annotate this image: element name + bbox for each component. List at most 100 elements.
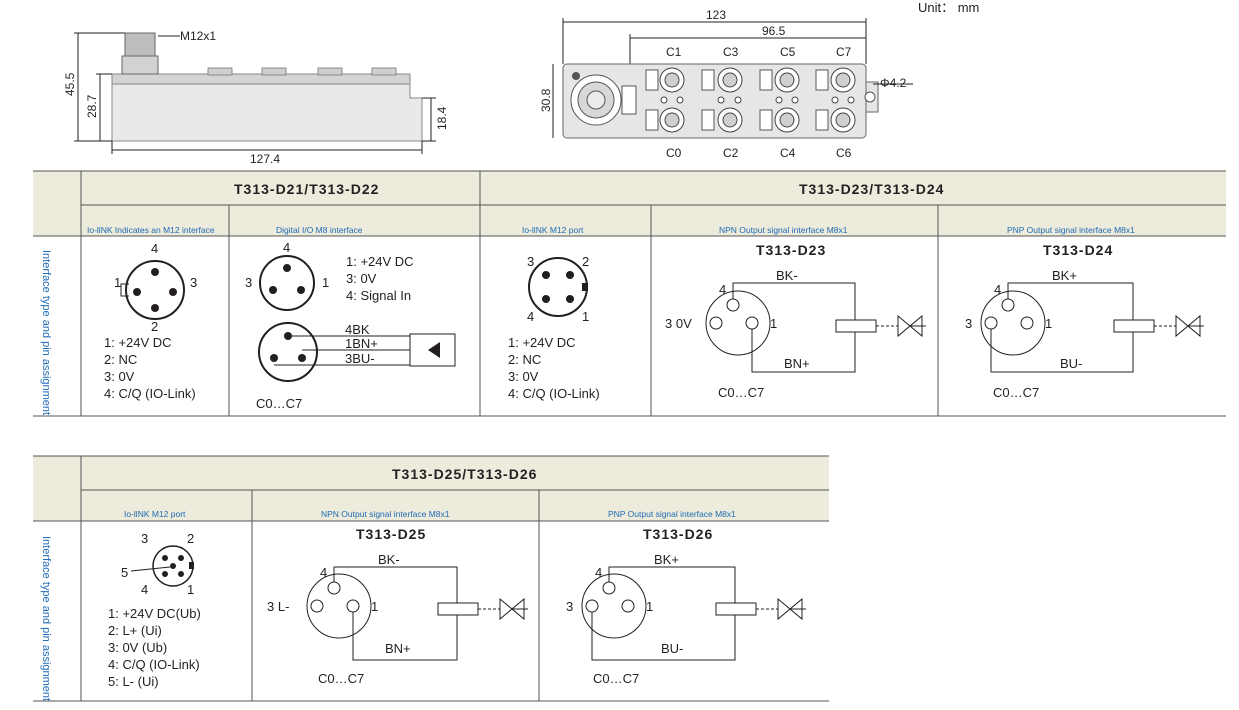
port-range: C0…C7 — [318, 671, 364, 686]
table1-col5-caption: PNP Output signal interface M8x1 — [1007, 225, 1135, 235]
pin-number: 2 — [582, 254, 589, 269]
wire-label: BN+ — [784, 356, 810, 371]
pin-number: 2 — [187, 531, 194, 546]
dim-height-body: 28.7 — [85, 94, 99, 118]
wire-label: 1BN+ — [345, 336, 378, 351]
pin-number: 4 — [595, 565, 602, 580]
pin-number: 1 — [1045, 316, 1052, 331]
pin-assignment: 4: Signal In — [346, 288, 411, 303]
dim-height-total: 45.5 — [63, 72, 77, 96]
top-view-drawing: 123 96.5 30.8 Φ4.2 — [539, 8, 913, 160]
m12-pin-diagram: 3 2 4 1 — [527, 254, 589, 324]
pnp-wiring-diagram: BK+ BU- 4 3 1 — [965, 268, 1204, 373]
table2-side-label: Interface type and pin assignment — [40, 536, 52, 701]
pin-assignment: 2: NC — [104, 352, 137, 367]
pnp-wiring-diagram: BK+ BU- 4 3 1 — [566, 552, 806, 661]
dim-top-height: 30.8 — [539, 88, 553, 112]
pin-assignment: 4: C/Q (IO-Link) — [108, 657, 200, 672]
model-title: T313-D23 — [756, 242, 826, 258]
connector-label: M12x1 — [180, 29, 216, 43]
table2-col3-caption: PNP Output signal interface M8x1 — [608, 509, 736, 519]
pin-assignment: 3: 0V — [508, 369, 539, 384]
hole-label: Φ4.2 — [880, 76, 907, 90]
port-range: C0…C7 — [256, 396, 302, 411]
pin-assignment: 2: L+ (Ui) — [108, 623, 162, 638]
pin-number: 4 — [320, 565, 327, 580]
pin-number: 3 — [141, 531, 148, 546]
pin-number: 3 — [527, 254, 534, 269]
table1-col3-caption: Io-llNK M12 port — [522, 225, 584, 235]
pin-number: 3 — [965, 316, 972, 331]
dim-top-pitch: 96.5 — [762, 24, 786, 38]
m12-pin-diagram: 4 1 3 2 — [114, 241, 197, 334]
table1-group2-title: T313-D23/T313-D24 — [799, 181, 944, 197]
port-label-c6: C6 — [836, 146, 852, 160]
pin-number: 4 — [283, 240, 290, 255]
table2-col2-caption: NPN Output signal interface M8x1 — [321, 509, 450, 519]
port-label-c1: C1 — [666, 45, 682, 59]
port-label-c7: C7 — [836, 45, 852, 59]
pin-number: 4 — [994, 282, 1001, 297]
pin-number: 1 — [114, 275, 121, 290]
port-label-c4: C4 — [780, 146, 796, 160]
wire-label: BU- — [661, 641, 683, 656]
table2-col1-caption: Io-llNK M12 port — [124, 509, 186, 519]
pin-number: 4 — [151, 241, 158, 256]
pin-number: 5 — [121, 565, 128, 580]
table-2: T313-D25/T313-D26 Io-llNK M12 port NPN O… — [33, 455, 829, 702]
wire-label: BK- — [776, 268, 798, 283]
dim-top-length: 123 — [706, 8, 726, 22]
port-label-c2: C2 — [723, 146, 739, 160]
wire-label: 4BK — [345, 322, 370, 337]
pin-number: 4 — [719, 282, 726, 297]
pin-assignment: 4: C/Q (IO-Link) — [508, 386, 600, 401]
table1-col1-caption: Io-llNK Indicates an M12 interface — [87, 225, 215, 235]
npn-wiring-diagram: BK- BN+ 4 3 0V 1 — [665, 268, 926, 373]
port-range: C0…C7 — [593, 671, 639, 686]
wire-label: BN+ — [385, 641, 411, 656]
port-column — [645, 67, 685, 133]
m8-pin-diagram: 4 3 1 — [245, 240, 329, 311]
side-view-drawing: M12x1 45.5 28.7 18.4 127.4 — [63, 29, 449, 166]
m12-5pin-diagram: 3 2 5 4 1 — [121, 531, 194, 597]
pin-assignment: 4: C/Q (IO-Link) — [104, 386, 196, 401]
pin-assignment: 1: +24V DC — [104, 335, 172, 350]
wire-label: 3BU- — [345, 351, 375, 366]
pin-assignment: 1: +24V DC — [346, 254, 414, 269]
port-range: C0…C7 — [718, 385, 764, 400]
model-title: T313-D25 — [356, 526, 426, 542]
pin-number: 1 — [187, 582, 194, 597]
table2-group-title: T313-D25/T313-D26 — [392, 466, 537, 482]
pin-assignment: 1: +24V DC(Ub) — [108, 606, 201, 621]
pin-number: 1 — [646, 599, 653, 614]
pin-assignment: 3: 0V (Ub) — [108, 640, 167, 655]
table1-side-label: Interface type and pin assignment — [40, 250, 52, 415]
table1-col2-caption: Digital I/O M8 interface — [276, 225, 363, 235]
wire-label: BK- — [378, 552, 400, 567]
pin-number: 1 — [371, 599, 378, 614]
unit-label: Unit： mm — [918, 0, 979, 15]
model-title: T313-D26 — [643, 526, 713, 542]
wire-label: BU- — [1060, 356, 1082, 371]
pin-assignment: 2: NC — [508, 352, 541, 367]
pin-number: 3 L- — [267, 599, 289, 614]
model-title: T313-D24 — [1043, 242, 1113, 258]
pin-assignment: 3: 0V — [104, 369, 135, 384]
pin-number: 4 — [141, 582, 148, 597]
pin-assignment: 1: +24V DC — [508, 335, 576, 350]
table-1: T313-D21/T313-D22 T313-D23/T313-D24 Io-l… — [33, 170, 1226, 417]
pin-number: 3 — [190, 275, 197, 290]
table1-col4-caption: NPN Output signal interface M8x1 — [719, 225, 848, 235]
pin-number: 3 — [566, 599, 573, 614]
dim-step: 18.4 — [435, 106, 449, 130]
port-column — [701, 67, 743, 133]
wire-label: BK+ — [1052, 268, 1077, 283]
port-label-c3: C3 — [723, 45, 739, 59]
pin-number: 1 — [322, 275, 329, 290]
wire-label: BK+ — [654, 552, 679, 567]
port-column — [815, 67, 856, 133]
port-column — [759, 67, 800, 133]
pin-assignment: 3: 0V — [346, 271, 377, 286]
pin-number: 4 — [527, 309, 534, 324]
table1-group1-title: T313-D21/T313-D22 — [234, 181, 379, 197]
